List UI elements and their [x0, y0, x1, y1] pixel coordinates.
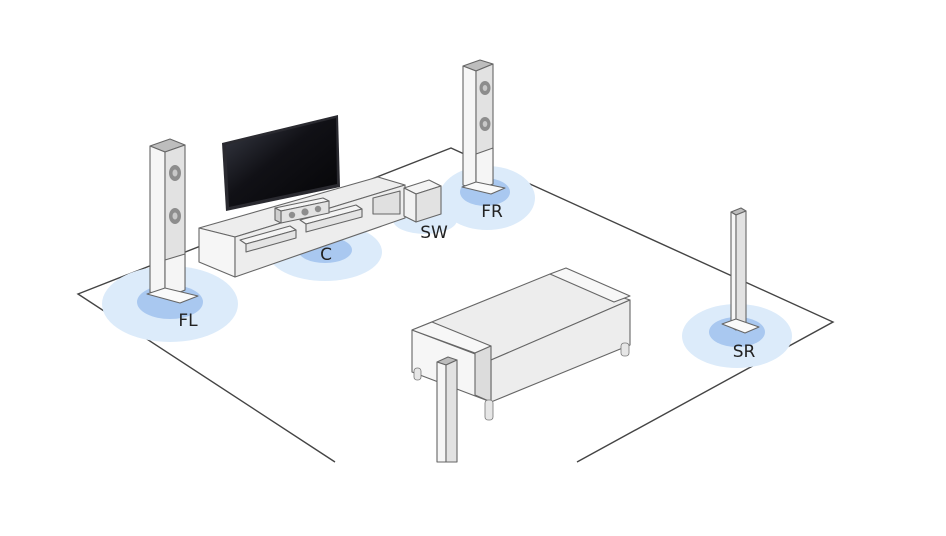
speaker-sr — [721, 207, 760, 334]
speaker-label-fr: FR — [481, 202, 503, 222]
speaker-label-fl: FL — [178, 311, 198, 331]
speaker-label-c: C — [320, 245, 332, 265]
speaker-sw — [403, 179, 442, 223]
tv — [222, 115, 340, 211]
speaker-label-sw: SW — [420, 223, 448, 243]
speaker-fl — [146, 138, 199, 304]
room-floor — [76, 147, 835, 463]
speaker-fr — [461, 59, 506, 195]
speaker-c — [274, 197, 330, 224]
speaker-sl — [436, 356, 458, 463]
speaker-label-sr: SR — [733, 342, 756, 362]
